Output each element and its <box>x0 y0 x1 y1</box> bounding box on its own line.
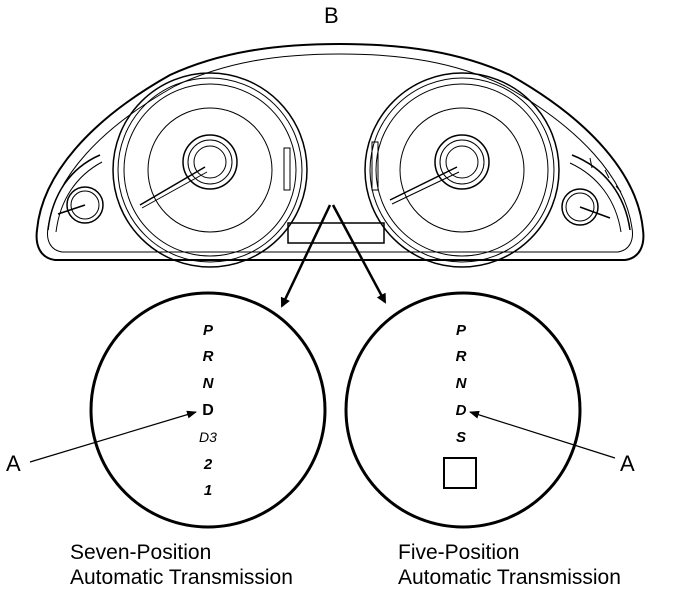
gear-letter-selected: D <box>202 402 214 419</box>
cluster-housing-outline <box>35 42 645 261</box>
gear-letter: R <box>455 348 467 365</box>
leader-line-a-right <box>469 410 616 459</box>
leader-line-a-left <box>29 410 197 463</box>
gear-letter: 2 <box>203 456 213 473</box>
seven-position-indicator-circle <box>89 291 327 529</box>
right-large-gauge <box>364 72 560 268</box>
instrument-cluster <box>35 42 645 268</box>
five-position-caption-line1: Five-Position <box>398 541 520 564</box>
gear-letter: P <box>455 322 466 339</box>
callout-label-b: B <box>324 3 339 28</box>
callout-label-a-left: A <box>6 451 21 476</box>
gear-indicator-window <box>287 222 385 244</box>
five-position-caption-line2: Automatic Transmission <box>398 566 621 589</box>
seven-position-caption-line2: Automatic Transmission <box>70 566 293 589</box>
gear-letter: S <box>455 429 466 446</box>
left-large-gauge <box>112 72 308 268</box>
sport-mode-indicator-box <box>443 457 477 489</box>
right-small-gauge <box>561 154 631 233</box>
arrow-to-five-position <box>331 204 387 304</box>
callout-label-a-right: A <box>620 451 635 476</box>
arrow-to-seven-position <box>280 204 332 308</box>
gear-letter: D3 <box>199 429 217 445</box>
gear-letter-selected: D <box>455 402 467 419</box>
gear-letter: N <box>455 375 467 392</box>
gear-letter: R <box>202 348 214 365</box>
gear-letter: N <box>202 375 214 392</box>
gear-letter: P <box>202 322 213 339</box>
seven-position-caption-line1: Seven-Position <box>70 541 212 564</box>
zoom-pointer-arrows <box>280 204 387 308</box>
five-position-indicator-circle <box>344 291 582 529</box>
left-small-gauge <box>47 154 104 233</box>
gear-letter: 1 <box>203 482 213 499</box>
